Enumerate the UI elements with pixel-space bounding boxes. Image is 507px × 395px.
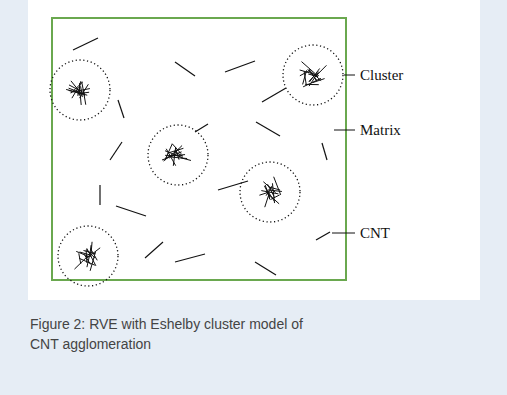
cnt-segments <box>73 38 330 275</box>
cnt <box>82 82 85 97</box>
callout-label: Cluster <box>360 66 403 84</box>
cnt <box>175 62 195 76</box>
cnt <box>110 142 122 160</box>
cnt <box>86 250 88 263</box>
leader-line <box>334 130 355 131</box>
figure-caption: Figure 2: RVE with Eshelby cluster model… <box>30 314 330 354</box>
cluster-boundary <box>148 125 208 185</box>
cnt <box>225 61 255 72</box>
cnt <box>195 124 208 132</box>
cnt <box>255 262 276 275</box>
cnt <box>87 255 90 267</box>
cnt <box>171 157 187 158</box>
callout-label: Matrix <box>360 121 401 139</box>
cnt <box>116 206 146 216</box>
panel <box>28 0 480 300</box>
cluster-boundary <box>283 45 343 105</box>
cluster-boundary <box>50 60 110 120</box>
cnt <box>80 93 81 105</box>
cnt <box>270 195 279 200</box>
cnt <box>175 254 205 262</box>
cnt <box>218 181 248 190</box>
cnt <box>79 253 81 264</box>
cnt <box>166 152 182 158</box>
cnt <box>256 122 280 136</box>
cluster-boundary <box>58 226 118 286</box>
cnt <box>305 84 319 85</box>
cluster-boundary <box>240 162 300 222</box>
cnt <box>301 62 315 74</box>
callout-label: CNT <box>360 224 390 242</box>
leader-lines <box>332 75 355 233</box>
leader-line <box>332 233 355 234</box>
rve-boundary <box>52 18 346 280</box>
cnt <box>90 245 91 255</box>
cnt <box>118 100 124 118</box>
cnt <box>316 232 330 240</box>
cnt <box>173 147 175 166</box>
cnt <box>303 78 321 86</box>
cnt <box>99 185 100 205</box>
cnt <box>313 79 325 83</box>
cnt <box>263 182 275 193</box>
cnt <box>73 38 98 50</box>
leader-line <box>344 75 355 76</box>
cnt <box>308 69 318 80</box>
clusters <box>50 45 343 286</box>
cnt <box>300 70 310 75</box>
cnt <box>322 143 327 160</box>
cnt <box>311 72 321 81</box>
cnt <box>274 177 281 195</box>
cnt <box>145 242 163 258</box>
cnt <box>262 88 286 102</box>
